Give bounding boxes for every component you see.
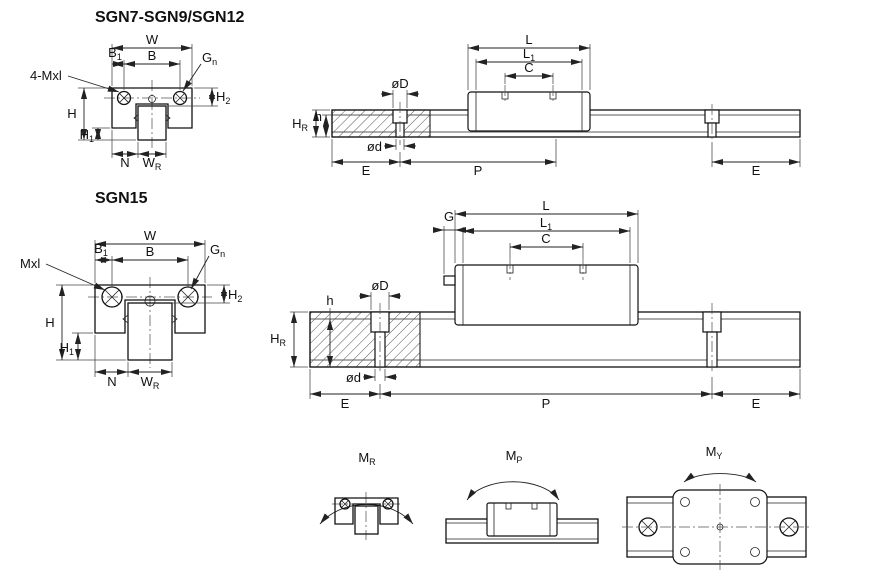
front-view-sgn15: W B B1 Gn Mxl H2 H H1 N WR — [20, 228, 242, 391]
mounting-hole-left — [116, 90, 132, 106]
extension-lines — [56, 240, 230, 377]
dim-label-4mxl: 4-Mxl — [30, 68, 62, 83]
dim-label-gn: Gn — [210, 242, 225, 259]
dim-label-h-small: h — [315, 109, 322, 124]
rail-bolt-hole-right — [704, 104, 720, 143]
section-title: SGN15 — [95, 190, 148, 207]
moment-my: MY — [622, 444, 810, 570]
yaw-moment-arrow — [683, 472, 757, 483]
dim-label-h2: H2 — [216, 89, 230, 106]
centerlines — [88, 277, 212, 368]
dimension-lines — [67, 44, 216, 158]
carriage-block-outline — [94, 284, 206, 334]
mini-side-view — [445, 502, 599, 544]
grease-nipple — [443, 275, 456, 286]
dim-label-mxl: Mxl — [20, 256, 40, 271]
dim-label-h: H — [67, 106, 76, 121]
dim-label-h1: H1 — [80, 127, 94, 144]
dim-label-b1: B1 — [108, 45, 122, 62]
extension-lines — [312, 44, 801, 167]
side-view-sgn7: L L1 C øD ød HR h E P E — [292, 32, 801, 178]
dim-label-hr: HR — [292, 116, 308, 133]
dim-label-p: P — [542, 396, 551, 411]
section-sgn15: SGN15 — [20, 190, 801, 411]
dim-label-c: C — [524, 60, 533, 75]
rail-bolt-hole-right — [702, 303, 722, 374]
dim-label-odd: ød — [367, 139, 382, 154]
moment-label-my: MY — [706, 444, 723, 461]
moment-label-mp: MP — [506, 448, 523, 465]
mounting-hole-right — [177, 286, 199, 308]
dim-label-h-small: h — [326, 293, 333, 308]
carriage-side — [443, 258, 639, 326]
dim-label-h2: H2 — [228, 287, 242, 304]
section-hatch — [309, 311, 421, 368]
rail-bolt-hole-left — [370, 303, 390, 374]
mini-top-view — [622, 484, 810, 570]
front-view-sgn7: W B B1 Gn 4-Mxl H2 H H1 N WR — [30, 32, 230, 172]
side-view-sgn15: L L1 C G øD ød HR h E P E — [270, 198, 801, 411]
dim-label-b1: B1 — [94, 241, 108, 258]
dim-label-e-left: E — [341, 396, 350, 411]
dim-label-e-left: E — [362, 163, 371, 178]
grease-hole — [144, 295, 156, 307]
carriage-side — [467, 85, 591, 132]
moment-label-mr: MR — [358, 450, 376, 467]
dim-label-wr: WR — [143, 155, 162, 172]
dim-label-b: B — [148, 48, 157, 63]
roll-moment-arrow — [319, 503, 414, 525]
pitch-moment-arrow — [466, 481, 560, 501]
dim-label-g: G — [444, 209, 454, 224]
dim-label-n: N — [120, 155, 129, 170]
dim-label-w: W — [146, 32, 159, 47]
centerlines — [104, 80, 200, 148]
dim-label-l: L — [542, 198, 549, 213]
moment-mr: MR — [319, 450, 414, 540]
dim-label-gn: Gn — [202, 50, 217, 67]
dim-label-e-right: E — [752, 163, 761, 178]
moment-diagrams: MR MP — [319, 444, 810, 570]
dim-label-c: C — [541, 231, 550, 246]
dimension-lines — [312, 44, 800, 166]
moment-mp: MP — [445, 448, 599, 544]
mini-front-view — [332, 492, 401, 540]
grease-hole — [148, 95, 156, 103]
dim-label-h: H — [45, 315, 54, 330]
carriage-block-outline — [111, 87, 193, 129]
section-sgn7-sgn9-sgn12: SGN7-SGN9/SGN12 — [30, 9, 801, 178]
rail-profile — [133, 105, 171, 141]
dim-label-hr: HR — [270, 331, 286, 348]
dimension-lines — [290, 210, 800, 398]
dimension-lines — [45, 240, 228, 376]
rail-profile — [122, 302, 178, 361]
dim-label-od: øD — [371, 278, 388, 293]
dim-label-n: N — [107, 374, 116, 389]
section-hatch — [331, 109, 431, 138]
dim-label-b: B — [146, 244, 155, 259]
mounting-hole-right — [172, 90, 188, 106]
rail-bolt-hole-left — [392, 102, 408, 145]
dim-label-l: L — [525, 32, 532, 47]
dim-label-od: øD — [391, 76, 408, 91]
section-title: SGN7-SGN9/SGN12 — [95, 9, 244, 26]
dim-label-w: W — [144, 228, 157, 243]
dim-label-odd: ød — [346, 370, 361, 385]
dim-label-wr: WR — [141, 374, 160, 391]
dim-label-p: P — [474, 163, 483, 178]
dim-label-h1: H1 — [60, 340, 74, 357]
dim-label-l1: L1 — [540, 215, 552, 232]
dim-label-l1: L1 — [523, 46, 535, 63]
dim-label-e-right: E — [752, 396, 761, 411]
